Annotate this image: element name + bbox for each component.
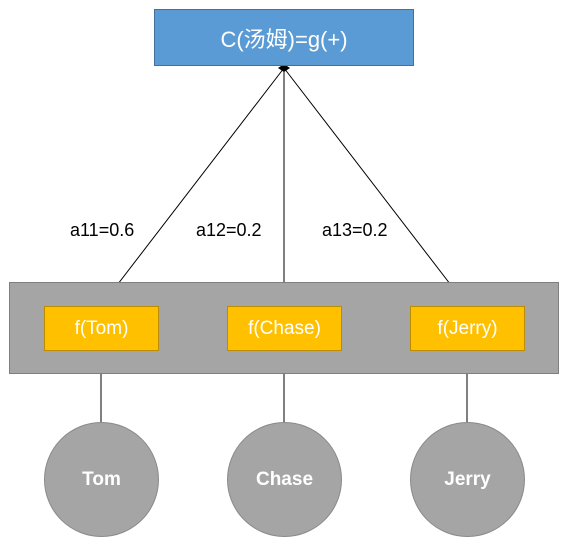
feature-box-label: f(Chase) [248,317,321,339]
input-node-chase: Chase [227,422,342,537]
input-node-label: Chase [255,468,314,490]
weight-label-a12: a12=0.2 [196,220,262,240]
weight-label-a11: a11=0.6 [70,220,135,240]
input-node-tom: Tom [44,422,159,537]
feature-box-label: f(Jerry) [437,317,498,339]
diamond-connector-icon [278,64,290,72]
weight-label-a13: a13=0.2 [322,220,388,240]
input-node-jerry: Jerry [410,422,525,537]
output-node: C(汤姆)=g(+) [154,9,414,66]
feature-box-jerry: f(Jerry) [410,306,525,351]
feature-box-chase: f(Chase) [227,306,342,351]
input-node-label: Jerry [444,468,491,490]
feature-box-label: f(Tom) [74,317,129,339]
edge-fjerry-to-output [283,67,468,307]
output-node-label: C(汤姆)=g(+) [220,26,348,52]
edge-ftom-to-output [100,67,285,307]
feature-box-tom: f(Tom) [44,306,159,351]
input-node-label: Tom [82,468,121,490]
